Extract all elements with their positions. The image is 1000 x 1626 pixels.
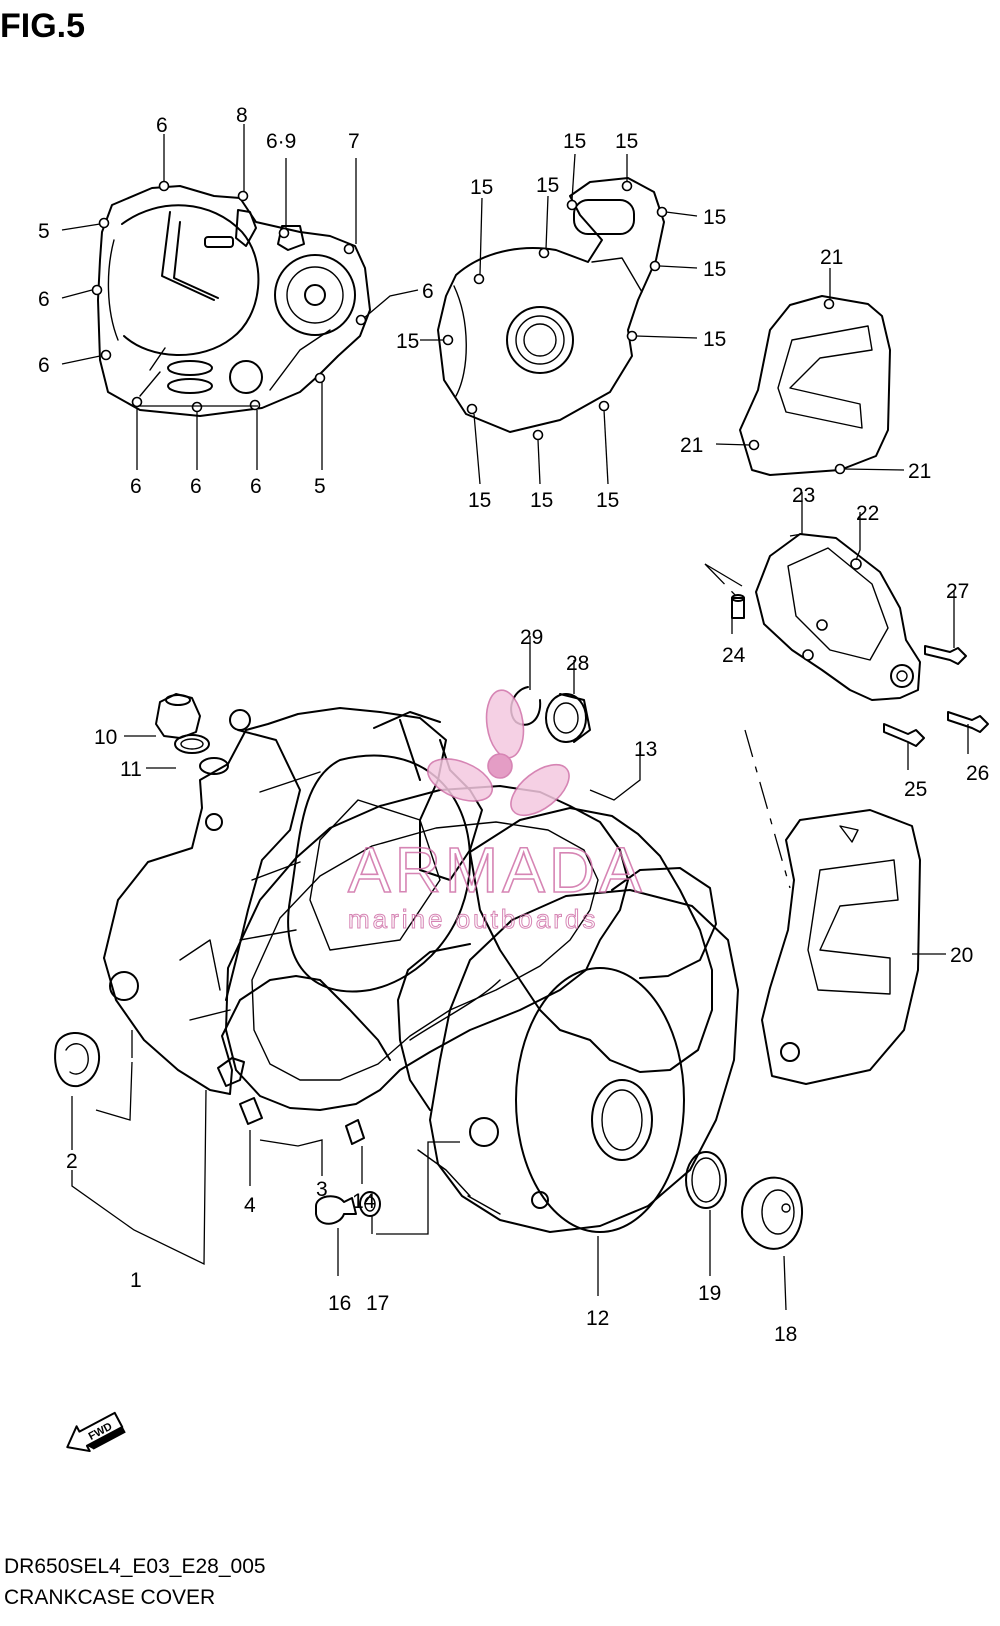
callout-6-9: 6·9	[266, 130, 296, 153]
callout-17: 17	[366, 1292, 389, 1315]
callout-15: 15	[536, 174, 559, 197]
callout-6: 6	[38, 354, 50, 377]
callout-29: 29	[520, 626, 543, 649]
callout-13: 13	[634, 738, 657, 761]
callout-11: 11	[120, 758, 142, 781]
callout-27: 27	[946, 580, 969, 603]
fwd-arrow-icon: FWD	[66, 1411, 126, 1453]
callout-15: 15	[703, 206, 726, 229]
callout-7: 7	[348, 130, 360, 153]
callout-21: 21	[908, 460, 931, 483]
callout-26: 26	[966, 762, 989, 785]
callout-28: 28	[566, 652, 589, 675]
watermark-propeller-icon	[426, 689, 570, 817]
callout-15: 15	[596, 489, 619, 512]
magneto-cover-drawing	[437, 177, 668, 441]
clutch-cover-drawing	[91, 180, 371, 417]
callout-4: 4	[244, 1194, 256, 1217]
callout-8: 8	[236, 104, 248, 127]
figure-code: DR650SEL4_E03_E28_005	[4, 1555, 266, 1578]
callout-15: 15	[530, 489, 553, 512]
bolts-drawing	[883, 645, 989, 747]
callout-2: 2	[66, 1150, 78, 1173]
crankcase-cover-12-drawing	[397, 867, 739, 1233]
callout-15: 15	[468, 489, 491, 512]
callout-15: 15	[470, 176, 493, 199]
crankcase-drawing	[103, 707, 501, 1095]
callout-6: 6	[156, 114, 168, 137]
callout-21: 21	[680, 434, 703, 457]
gasket-3-drawing	[225, 785, 629, 1111]
callout-20: 20	[950, 944, 973, 967]
callout-16: 16	[328, 1292, 351, 1315]
callout-5: 5	[38, 220, 50, 243]
callout-6: 6	[250, 475, 262, 498]
callout-14: 14	[352, 1190, 376, 1213]
small-parts-drawing	[54, 686, 804, 1250]
callout-15: 15	[396, 330, 419, 353]
leader-lines	[61, 124, 969, 1311]
callout-6: 6	[130, 475, 142, 498]
callout-6: 6	[190, 475, 202, 498]
callout-5: 5	[314, 475, 326, 498]
watermark-tagline: marine outboards	[348, 904, 598, 934]
callout-23: 23	[792, 484, 815, 507]
callout-15: 15	[615, 130, 638, 153]
callout-18: 18	[774, 1323, 797, 1346]
callout-1: 1	[130, 1269, 142, 1292]
sprocket-cover-lower-drawing	[731, 533, 921, 701]
callout-12: 12	[586, 1307, 609, 1330]
callout-3: 3	[316, 1178, 328, 1201]
sprocket-cover-upper-drawing	[739, 295, 891, 476]
figure-name: CRANKCASE COVER	[4, 1586, 215, 1609]
callout-25: 25	[904, 778, 927, 801]
callout-22: 22	[856, 502, 879, 525]
callout-15: 15	[703, 258, 726, 281]
callout-19: 19	[698, 1282, 721, 1305]
callout-10: 10	[94, 726, 117, 749]
callout-6: 6	[38, 288, 50, 311]
callout-labels: 6 8 6·9 7 5 6 6 6 6 6 6 5 15 15 15 15 15…	[38, 104, 989, 1346]
callout-15: 15	[703, 328, 726, 351]
callout-6: 6	[422, 280, 434, 303]
gasket-13-drawing	[469, 807, 713, 1073]
watermark-brand: ARMADA	[348, 834, 646, 906]
callout-24: 24	[722, 644, 746, 667]
watermark: ARMADA marine outboards	[347, 689, 646, 935]
figure-title: FIG.5	[0, 7, 85, 45]
cover-20-drawing	[761, 809, 921, 1085]
callout-21: 21	[820, 246, 843, 269]
callout-15: 15	[563, 130, 586, 153]
